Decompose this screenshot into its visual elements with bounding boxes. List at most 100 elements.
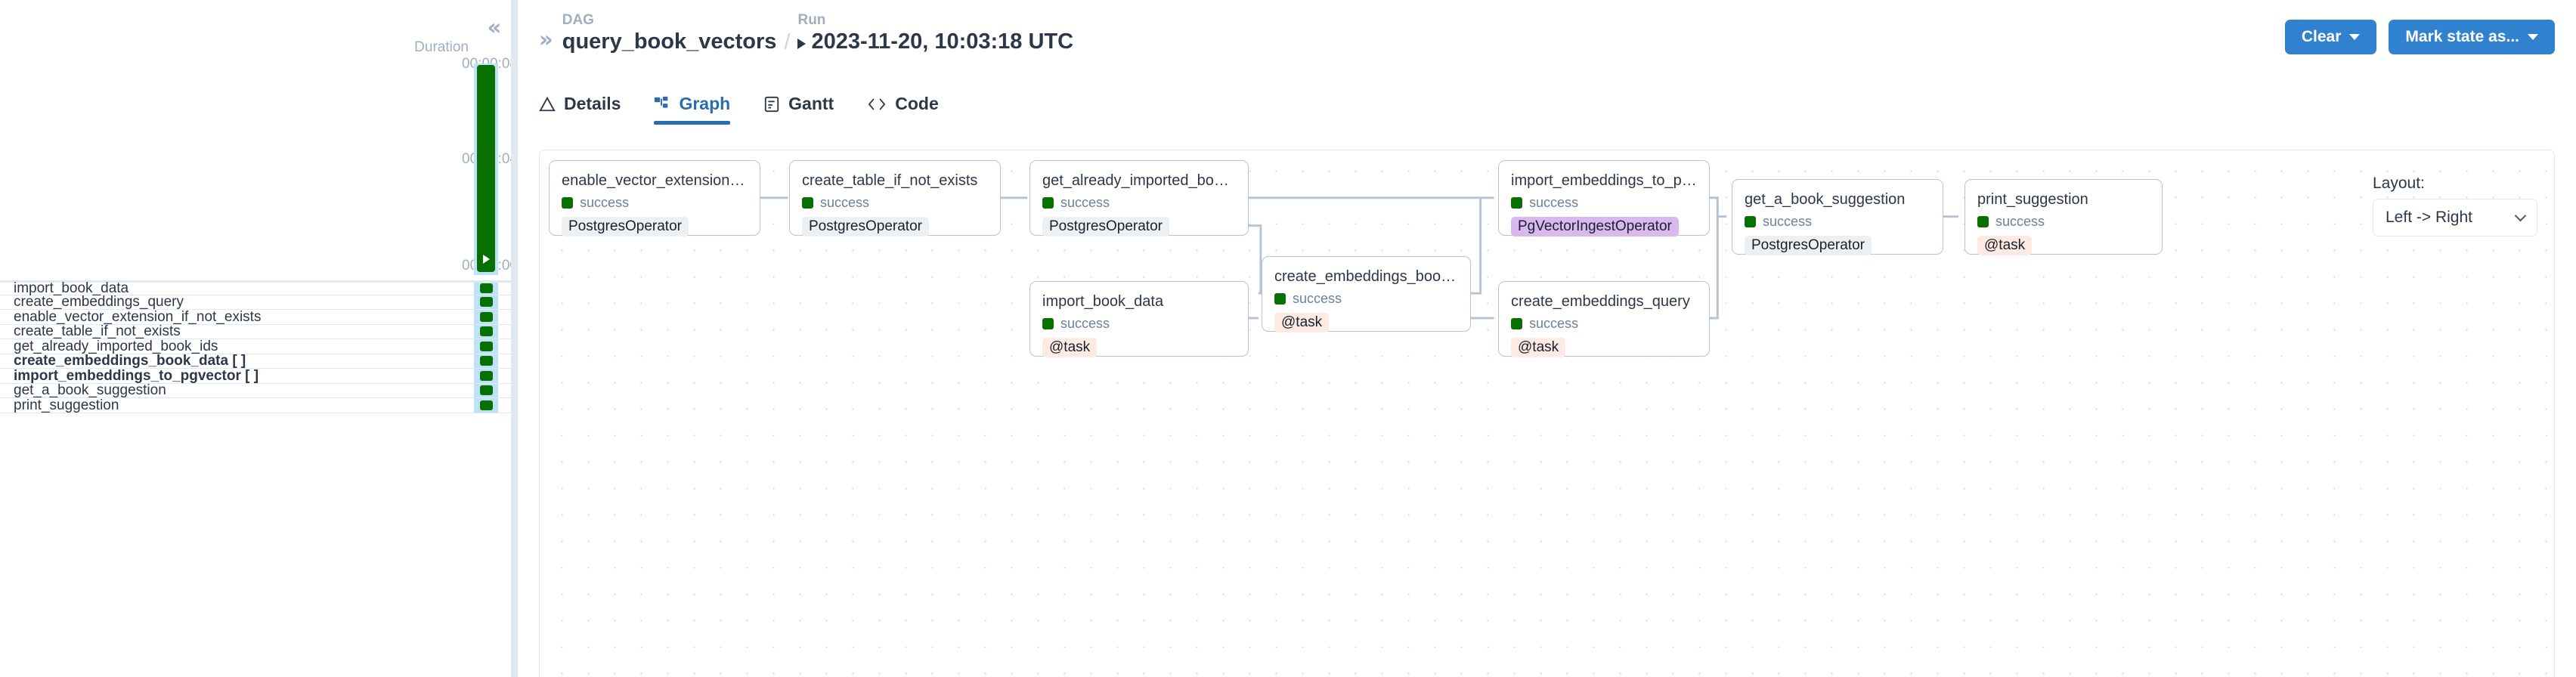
graph-node-state-label: success — [1060, 316, 1110, 331]
graph-node[interactable]: import_embeddings_to_pgve...successPgVec… — [1498, 160, 1710, 236]
task-instance-cell[interactable] — [474, 295, 498, 309]
graph-node-operator-badge: PgVectorIngestOperator — [1511, 217, 1679, 236]
gantt-chart-icon — [763, 96, 780, 113]
task-instance-cell[interactable] — [474, 383, 498, 397]
task-row[interactable]: get_already_imported_book_ids — [0, 338, 518, 354]
dag-crumb[interactable]: DAG query_book_vectors — [562, 12, 777, 55]
graph-node-operator-badge: PostgresOperator — [1042, 217, 1169, 236]
graph-node-status: success — [562, 195, 748, 211]
graph-canvas[interactable]: Layout: Left -> Right enable_vector_exte… — [539, 150, 2555, 677]
graph-node-title: get_a_book_suggestion — [1745, 191, 1906, 208]
axis-tick-1: 00:00:04 — [49, 151, 518, 168]
task-instance-cell[interactable] — [474, 339, 498, 354]
task-row[interactable]: create_embeddings_query — [0, 295, 518, 310]
task-instance-cell[interactable] — [474, 283, 498, 295]
mark-state-button-label: Mark state as... — [2405, 28, 2519, 45]
task-row[interactable]: print_suggestion — [0, 397, 518, 413]
tab-bar: Details Graph Gantt Code — [518, 78, 2576, 125]
task-row-label: get_a_book_suggestion — [14, 382, 166, 398]
graph-node-state-label: success — [580, 195, 630, 210]
task-row-label: enable_vector_extension_if_not_exists — [14, 308, 262, 325]
graph-node-title: enable_vector_extension_if_n... — [562, 172, 748, 189]
graph-nodes-icon — [654, 96, 670, 113]
task-row[interactable]: import_book_data — [0, 280, 518, 295]
graph-node[interactable]: get_already_imported_book_idssuccessPost… — [1029, 160, 1249, 236]
task-row-label: get_already_imported_book_ids — [14, 338, 218, 354]
task-row[interactable]: create_embeddings_book_data [ ] — [0, 354, 518, 369]
task-row-label: create_embeddings_book_data [ ] — [14, 353, 246, 369]
graph-node[interactable]: enable_vector_extension_if_n...successPo… — [549, 160, 760, 236]
dag-run-duration-bar[interactable] — [477, 65, 495, 272]
graph-node-operator-badge: PostgresOperator — [1745, 236, 1872, 255]
tab-graph[interactable]: Graph — [654, 94, 730, 125]
task-row[interactable]: create_table_if_not_exists — [0, 324, 518, 339]
tab-gantt[interactable]: Gantt — [763, 94, 834, 125]
graph-node-operator-badge: @task — [1042, 338, 1098, 357]
chevron-down-icon — [2349, 34, 2361, 40]
graph-node-operator-badge: @task — [1511, 338, 1566, 357]
tab-label: Code — [895, 94, 939, 113]
run-crumb[interactable]: Run 2023-11-20, 10:03:18 UTC — [797, 12, 1073, 55]
graph-node-state-label: success — [1060, 195, 1110, 210]
chevron-down-icon — [2514, 209, 2527, 222]
panel-divider[interactable] — [511, 0, 518, 677]
layout-select[interactable]: Left -> Right — [2373, 199, 2537, 236]
duration-header: Duration — [414, 39, 469, 55]
graph-node-status: success — [1042, 316, 1236, 332]
graph-node-operator-badge: @task — [1977, 236, 2033, 255]
chevron-down-icon — [2528, 34, 2538, 40]
task-instance-cell[interactable] — [474, 369, 498, 383]
graph-edge — [1466, 197, 1482, 295]
task-instance-cell[interactable] — [474, 310, 498, 324]
clear-button[interactable]: Clear — [2284, 20, 2377, 54]
graph-edge — [1245, 224, 1262, 295]
header-actions: Clear Mark state as... — [2284, 20, 2555, 54]
chevrons-left-icon[interactable]: « — [487, 14, 502, 40]
tab-label: Details — [564, 94, 621, 113]
task-row[interactable]: get_a_book_suggestion — [0, 382, 518, 398]
code-brackets-icon — [867, 96, 887, 113]
run-content: » DAG query_book_vectors / Run 2023-11-2… — [518, 0, 2576, 677]
graph-node-title: create_embeddings_book_da... — [1274, 268, 1458, 285]
clear-button-label: Clear — [2301, 28, 2342, 45]
graph-node[interactable]: create_embeddings_book_da...success@task — [1262, 256, 1471, 332]
graph-node-title: create_embeddings_query — [1511, 293, 1690, 310]
status-badge — [479, 370, 493, 381]
graph-node-state-label: success — [1763, 214, 1813, 229]
graph-node-operator-badge: PostgresOperator — [562, 217, 689, 236]
graph-node-state-label: success — [820, 195, 870, 210]
mark-state-button[interactable]: Mark state as... — [2389, 20, 2555, 54]
tab-code[interactable]: Code — [867, 94, 939, 125]
graph-node-status: success — [802, 195, 988, 211]
status-dot-icon — [1745, 216, 1756, 227]
task-row[interactable]: enable_vector_extension_if_not_exists — [0, 308, 518, 325]
tab-label: Graph — [679, 94, 731, 113]
task-instance-cell[interactable] — [474, 354, 498, 368]
task-row-label: import_embeddings_to_pgvector [ ] — [14, 367, 259, 384]
task-instance-cell[interactable] — [474, 398, 498, 413]
graph-node-status: success — [1977, 214, 2150, 230]
status-badge — [479, 400, 493, 410]
status-badge — [479, 385, 493, 396]
graph-nodes: enable_vector_extension_if_n...successPo… — [540, 150, 2203, 677]
graph-node-operator-badge: PostgresOperator — [802, 217, 929, 236]
layout-label: Layout: — [2373, 175, 2425, 192]
task-instance-cell[interactable] — [474, 324, 498, 338]
graph-node-state-label: success — [1293, 291, 1342, 306]
graph-node-title: print_suggestion — [1977, 191, 2088, 208]
graph-node-title: import_book_data — [1042, 293, 1164, 310]
status-badge — [479, 356, 493, 366]
task-row[interactable]: import_embeddings_to_pgvector [ ] — [0, 367, 518, 384]
status-dot-icon — [562, 197, 573, 209]
tab-details[interactable]: Details — [539, 94, 621, 125]
chevrons-right-icon[interactable]: » — [539, 26, 553, 52]
status-dot-icon — [1042, 197, 1054, 209]
task-row-label: print_suggestion — [14, 397, 119, 413]
